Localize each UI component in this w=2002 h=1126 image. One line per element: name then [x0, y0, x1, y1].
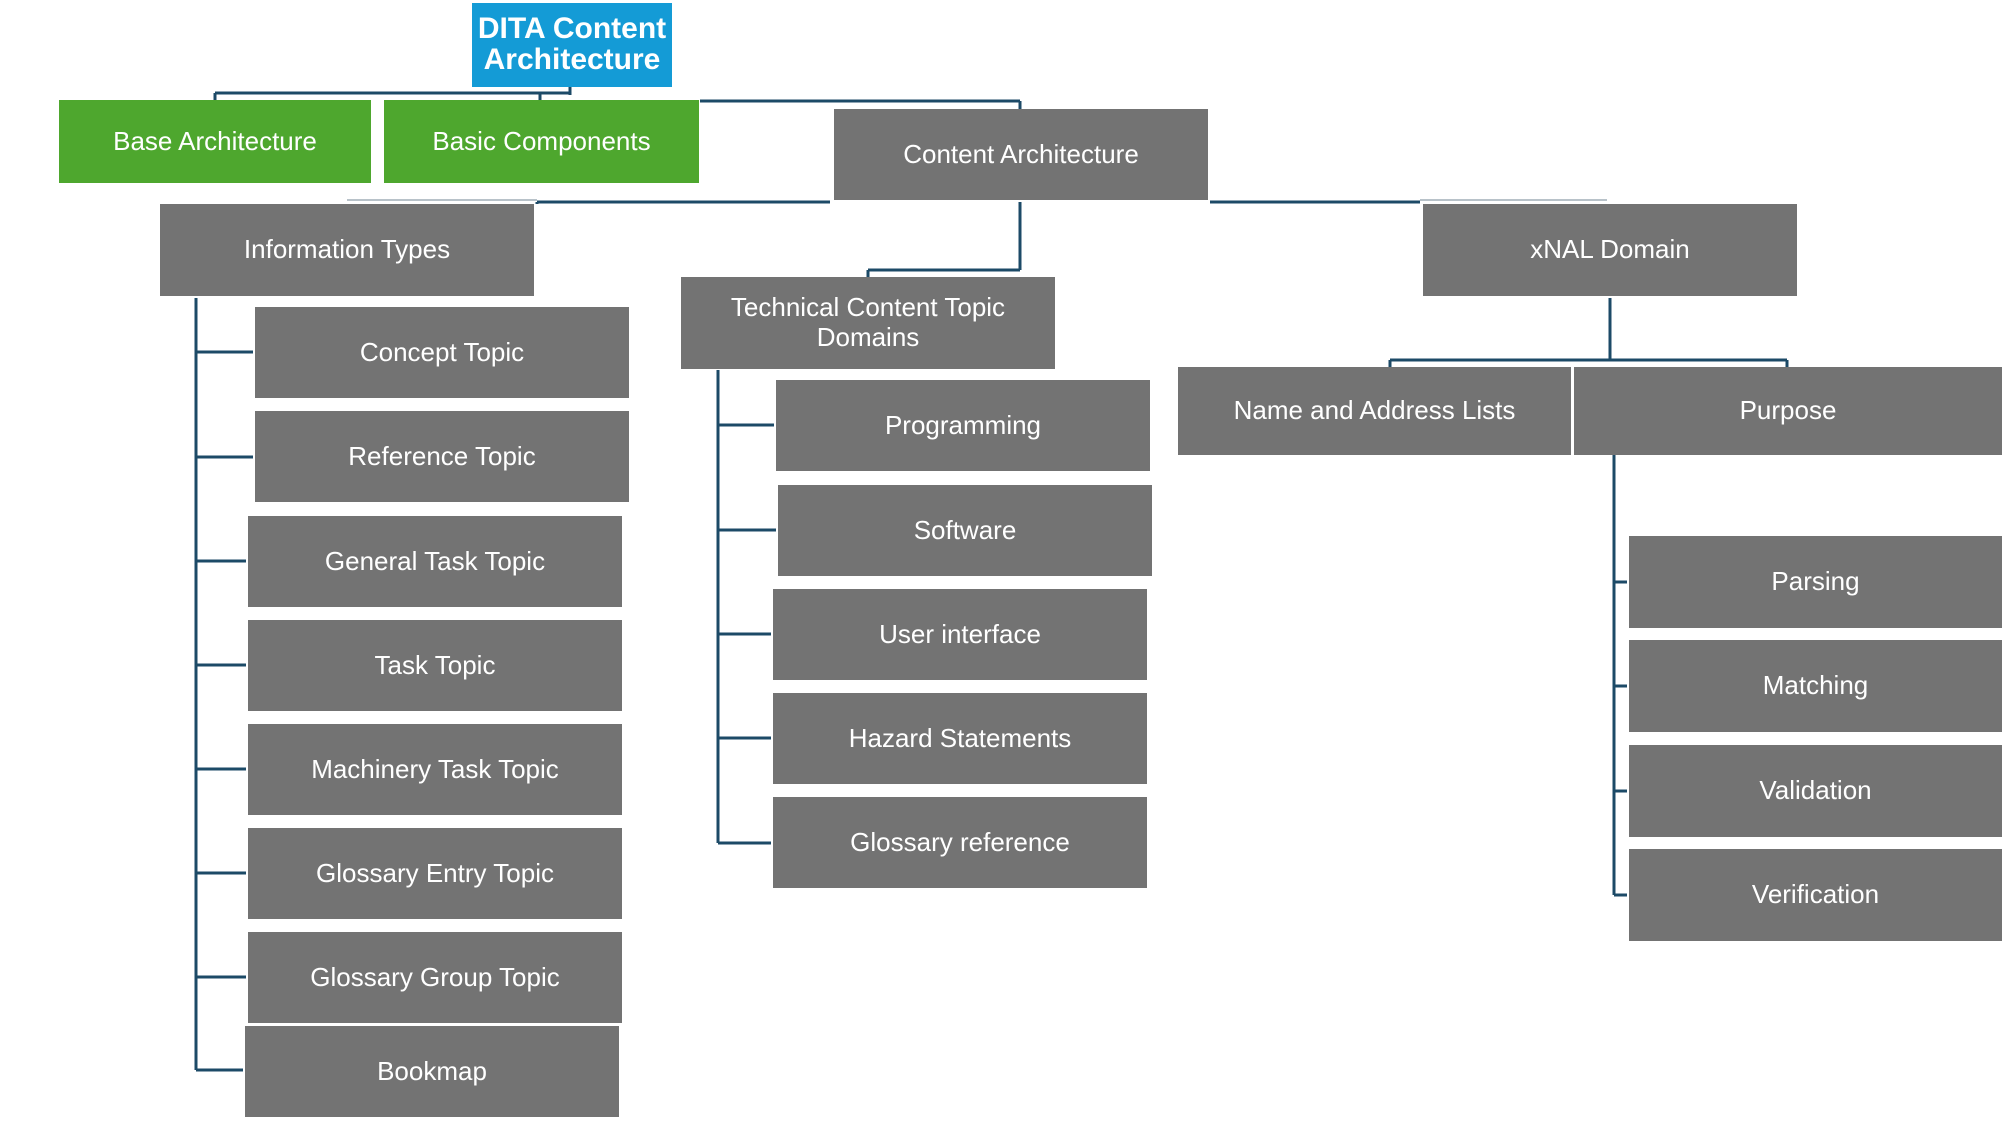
purpose-item-label: Parsing: [1771, 566, 1860, 597]
root-node: DITA Content Architecture: [472, 3, 672, 87]
root-node-label: DITA Content Architecture: [477, 12, 667, 76]
technical-domain-node: Software: [778, 485, 1152, 576]
technical-domain-label: Software: [913, 514, 1017, 545]
xnal-domain-node: xNAL Domain: [1423, 204, 1797, 296]
info-type-node: Concept Topic: [255, 307, 629, 398]
info-type-label: Concept Topic: [359, 336, 525, 367]
base-architecture-label: Base Architecture: [113, 125, 317, 156]
info-type-node: Reference Topic: [255, 411, 629, 502]
info-type-node: Glossary Group Topic: [248, 932, 622, 1023]
technical-domains-label: Technical Content Topic Domains: [730, 292, 1006, 352]
technical-domain-label: Hazard Statements: [848, 722, 1072, 753]
purpose-item-label: Verification: [1751, 879, 1880, 910]
purpose-node: Purpose: [1574, 367, 2002, 455]
information-types-label: Information Types: [243, 234, 451, 265]
info-type-label: Machinery Task Topic: [311, 753, 559, 784]
technical-domain-node: User interface: [773, 589, 1147, 680]
basic-components-node: Basic Components: [384, 100, 699, 183]
info-type-label: Bookmap: [377, 1055, 487, 1086]
info-type-label: Task Topic: [374, 649, 496, 680]
name-address-lists-label: Name and Address Lists: [1233, 395, 1516, 426]
technical-domain-label: Glossary reference: [850, 826, 1070, 857]
info-type-node: Glossary Entry Topic: [248, 828, 622, 919]
name-address-lists-node: Name and Address Lists: [1178, 367, 1571, 455]
base-architecture-node: Base Architecture: [59, 100, 371, 183]
info-type-node: Task Topic: [248, 620, 622, 711]
info-type-node: General Task Topic: [248, 516, 622, 607]
technical-domain-label: Programming: [884, 409, 1042, 440]
information-types-node: Information Types: [160, 204, 534, 296]
info-type-label: Glossary Entry Topic: [316, 857, 554, 888]
purpose-item-label: Validation: [1759, 775, 1872, 806]
purpose-item-node: Validation: [1629, 745, 2002, 837]
technical-domain-node: Hazard Statements: [773, 693, 1147, 784]
info-type-label: Glossary Group Topic: [310, 961, 560, 992]
content-architecture-node: Content Architecture: [834, 109, 1208, 200]
technical-domains-node: Technical Content Topic Domains: [681, 277, 1055, 369]
purpose-item-label: Matching: [1762, 670, 1869, 701]
xnal-domain-label: xNAL Domain: [1530, 234, 1690, 265]
technical-domain-label: User interface: [879, 618, 1041, 649]
purpose-item-node: Verification: [1629, 849, 2002, 941]
info-type-node: Bookmap: [245, 1026, 619, 1117]
technical-domain-node: Glossary reference: [773, 797, 1147, 888]
purpose-item-node: Parsing: [1629, 536, 2002, 628]
info-type-label: General Task Topic: [324, 545, 546, 576]
content-architecture-label: Content Architecture: [903, 138, 1139, 169]
purpose-item-node: Matching: [1629, 640, 2002, 732]
technical-domain-node: Programming: [776, 380, 1150, 471]
info-type-node: Machinery Task Topic: [248, 724, 622, 815]
info-type-label: Reference Topic: [348, 440, 536, 471]
basic-components-label: Basic Components: [432, 125, 651, 156]
purpose-label: Purpose: [1739, 395, 1837, 426]
